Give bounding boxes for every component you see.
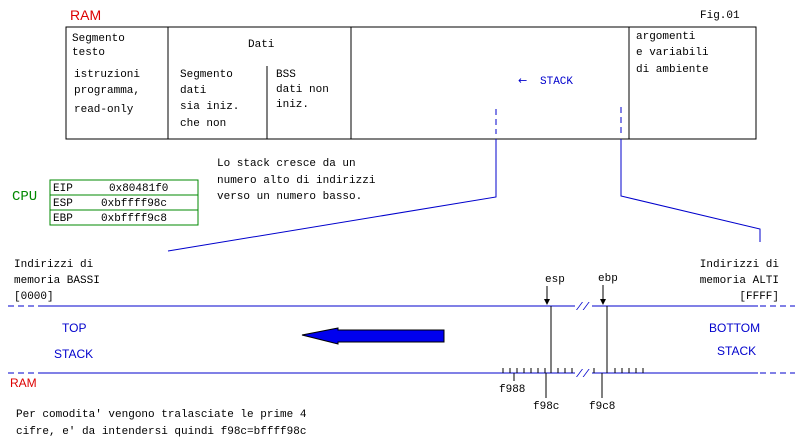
- data-segment-line-4: che non: [180, 118, 226, 130]
- data-segment-line-2: dati: [180, 85, 207, 97]
- args-segment: argomenti e variabili di ambiente: [636, 31, 709, 76]
- high-address-line-3: [FFFF]: [739, 291, 779, 303]
- bss-segment-line-2: dati non: [276, 84, 329, 96]
- address-f9c8: f9c8: [589, 401, 615, 413]
- bottom-stack-label-2: STACK: [717, 344, 756, 358]
- strip-top-break: //: [576, 302, 590, 314]
- ebp-label: ebp: [598, 273, 618, 285]
- register-ebp-name: EBP: [53, 213, 73, 225]
- data-segment-line-3: sia iniz.: [180, 101, 239, 113]
- register-esp-name: ESP: [53, 198, 73, 210]
- growth-note-line-1: Lo stack cresce da un: [217, 158, 356, 170]
- register-eip-value: 0x80481f0: [109, 183, 168, 195]
- esp-arrow-icon: [544, 299, 550, 305]
- cpu-registers: CPU EIP 0x80481f0 ESP 0xbffff98c EBP 0xb…: [12, 179, 199, 226]
- ram-label-top: RAM: [70, 7, 101, 23]
- address-f988: f988: [499, 384, 525, 396]
- text-segment: Segmento testo istruzioni programma, rea…: [72, 33, 140, 116]
- data-segment-line-1: Segmento: [180, 69, 233, 81]
- text-segment-title-1: Segmento: [72, 33, 125, 45]
- address-f98c: f98c: [533, 401, 559, 413]
- stack-map-text: STACK: [540, 76, 573, 88]
- footnote-line-2: cifre, e' da intendersi quindi f98c=bfff…: [16, 426, 306, 438]
- bss-segment: BSS dati non iniz.: [276, 69, 329, 111]
- esp-label: esp: [545, 274, 565, 286]
- register-esp-value: 0xbffff98c: [101, 198, 167, 210]
- cpu-register-box: [49, 179, 199, 226]
- top-stack-label-2: STACK: [54, 347, 93, 361]
- growth-note: Lo stack cresce da un numero alto di ind…: [217, 158, 376, 203]
- ebp-arrow-icon: [600, 299, 606, 305]
- text-segment-desc-2: programma,: [74, 85, 140, 97]
- stack-growth-arrow-icon: [301, 327, 445, 345]
- args-segment-line-2: e variabili: [636, 47, 709, 59]
- ebp-pointer: ebp: [598, 273, 618, 373]
- memory-map-frame: [65, 26, 757, 140]
- growth-note-line-3: verso un numero basso.: [217, 191, 362, 203]
- footnote: Per comodita' vengono tralasciate le pri…: [16, 409, 307, 438]
- args-segment-line-1: argomenti: [636, 31, 696, 43]
- figure-label: Fig.01: [700, 10, 740, 22]
- low-address-line-2: memoria BASSI: [14, 275, 100, 287]
- memory-map: Segmento testo istruzioni programma, rea…: [65, 26, 757, 140]
- bss-segment-line-3: iniz.: [276, 99, 309, 111]
- top-stack-label-1: TOP: [62, 321, 86, 335]
- low-address-label: Indirizzi di memoria BASSI [0000]: [14, 259, 100, 303]
- esp-pointer: esp: [544, 274, 565, 373]
- low-address-line-3: [0000]: [14, 291, 54, 303]
- zoom-left-line: [167, 139, 497, 252]
- high-address-line-1: Indirizzi di: [700, 259, 780, 271]
- footnote-line-1: Per comodita' vengono tralasciate le pri…: [16, 409, 307, 421]
- high-address-label: Indirizzi di memoria ALTI [FFFF]: [700, 259, 780, 303]
- zoom-right-line: [620, 139, 761, 242]
- cpu-label: CPU: [12, 189, 37, 205]
- register-eip-name: EIP: [53, 183, 73, 195]
- strip-ticks: [502, 368, 644, 373]
- low-address-line-1: Indirizzi di: [14, 259, 94, 271]
- stack-map-label: ← STACK: [518, 74, 573, 88]
- text-segment-desc-1: istruzioni: [74, 69, 140, 81]
- stack-left-arrow-icon: ←: [518, 74, 527, 87]
- bottom-stack-label-1: BOTTOM: [709, 321, 760, 335]
- bss-segment-line-1: BSS: [276, 69, 296, 81]
- data-segment: Segmento dati sia iniz. che non: [180, 69, 239, 130]
- stack-strip: // // TOP STACK BOTTOM STACK: [8, 273, 795, 413]
- high-address-line-2: memoria ALTI: [700, 275, 779, 287]
- growth-note-line-2: numero alto di indirizzi: [217, 175, 376, 187]
- args-segment-line-3: di ambiente: [636, 64, 709, 76]
- zoom-lines: [167, 107, 761, 252]
- address-tags: f988 f98c f9c8: [499, 373, 615, 413]
- data-header: Dati: [248, 39, 275, 51]
- register-ebp-value: 0xbffff9c8: [101, 213, 167, 225]
- ram-label-bottom: RAM: [10, 376, 37, 390]
- strip-bottom-break: //: [576, 369, 590, 381]
- text-segment-title-2: testo: [72, 47, 105, 59]
- text-segment-desc-3: read-only: [74, 104, 134, 116]
